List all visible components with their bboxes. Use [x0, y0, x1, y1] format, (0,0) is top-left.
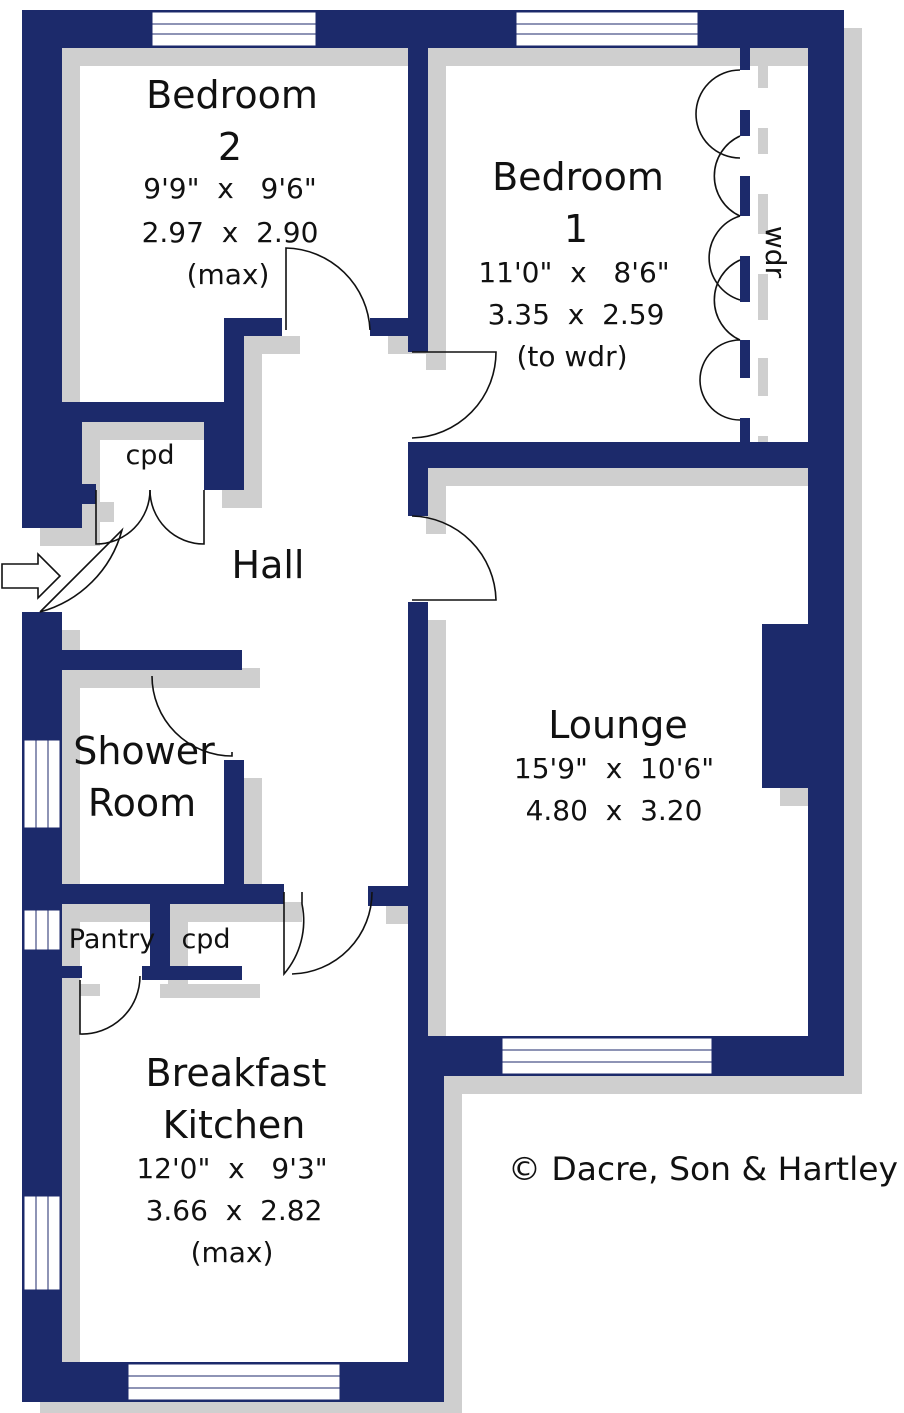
bedroom1-imperial: 11'0" x 8'6" [478, 256, 669, 289]
door-cupboard-kitchen [283, 892, 305, 977]
bedroom2-name-2: 2 [218, 125, 242, 169]
wardrobe-door-1 [695, 69, 741, 159]
lounge-metric: 4.80 x 3.20 [526, 794, 703, 827]
window-shower [23, 739, 61, 829]
wardrobe-door-4 [713, 259, 741, 341]
copyright-text: © Dacre, Son & Hartley [508, 1150, 898, 1188]
lounge-label: Lounge 15'9" x 10'6" 4.80 x 3.20 [514, 703, 714, 827]
lounge-imperial: 15'9" x 10'6" [514, 752, 714, 785]
bedroom1-note: (to wdr) [516, 340, 627, 373]
kitchen-metric: 3.66 x 2.82 [146, 1194, 323, 1227]
bedroom2-metric: 2.97 x 2.90 [142, 216, 319, 249]
bedroom1-name-2: 1 [564, 207, 588, 251]
kitchen-imperial: 12'0" x 9'3" [136, 1152, 327, 1185]
windows [23, 11, 713, 1401]
pantry-label: Pantry [69, 924, 155, 955]
wardrobe-door-3 [708, 215, 741, 301]
kitchen-name-2: Kitchen [163, 1103, 306, 1147]
bedroom2-imperial: 9'9" x 9'6" [143, 172, 316, 205]
door-kitchen [291, 891, 373, 975]
door-cupboard-right [149, 489, 205, 545]
arrow-right-icon [1, 552, 62, 600]
door-bedroom2 [285, 247, 371, 331]
bedroom2-name-1: Bedroom [146, 73, 318, 117]
window-kitchen-side [23, 1195, 61, 1291]
wardrobe-door-5 [699, 339, 741, 421]
shower-room-name-2: Room [88, 781, 196, 825]
door-cupboard-left [95, 489, 151, 545]
cupboard-kitchen-label: cpd [181, 924, 230, 955]
lounge-name: Lounge [548, 703, 687, 747]
bedroom2-note: (max) [187, 258, 270, 291]
bedroom1-label: Bedroom 1 11'0" x 8'6" 3.35 x 2.59 (to w… [478, 155, 669, 373]
bedroom2-label: Bedroom 2 9'9" x 9'6" 2.97 x 2.90 (max) [142, 73, 319, 291]
kitchen-label: Breakfast Kitchen 12'0" x 9'3" 3.66 x 2.… [136, 1051, 327, 1269]
door-shower [151, 675, 233, 757]
bedroom1-name-1: Bedroom [492, 155, 664, 199]
doors [39, 69, 741, 1035]
window-kitchen-bottom [127, 1363, 341, 1401]
shower-room-label: Shower Room [73, 729, 215, 825]
window-bedroom2 [151, 11, 317, 47]
shower-room-name-1: Shower [73, 729, 215, 773]
wardrobe-door-2 [713, 135, 741, 217]
wardrobe-label: wdr [759, 226, 792, 279]
door-bedroom1 [411, 351, 497, 439]
window-bedroom1 [515, 11, 699, 47]
cupboard-hall-label: cpd [125, 440, 174, 471]
hall-label: Hall [232, 543, 305, 587]
door-lounge [411, 515, 497, 601]
window-pantry [23, 909, 61, 951]
kitchen-note: (max) [191, 1236, 274, 1269]
door-entrance [39, 527, 124, 613]
bedroom1-metric: 3.35 x 2.59 [488, 298, 665, 331]
door-pantry [79, 975, 141, 1035]
window-lounge [501, 1037, 713, 1075]
kitchen-name-1: Breakfast [146, 1051, 327, 1095]
